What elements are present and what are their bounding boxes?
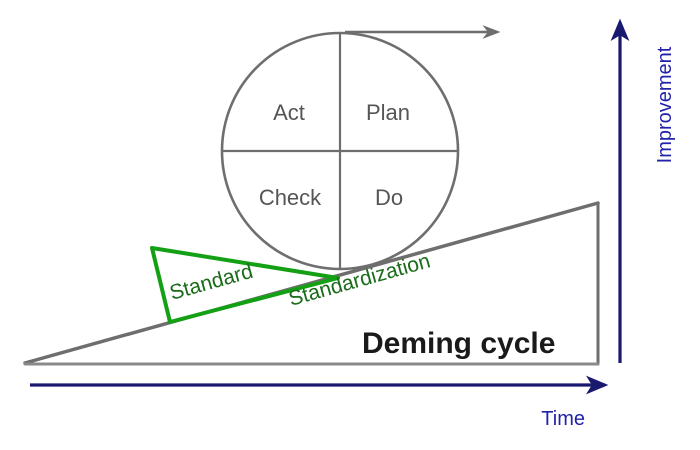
pdca-quadrant-act: Act [273,100,305,125]
pdca-quadrant-check: Check [259,185,322,210]
pdca-quadrant-plan: Plan [366,100,410,125]
pdca-circle-group: Act Plan Check Do [220,31,460,271]
standard-triangle-outline [150,246,340,324]
axis-label-improvement: Improvement [654,46,676,163]
label-standard: Standard [167,260,255,305]
horizontal-axis: Time [30,375,609,430]
axis-label-time: Time [541,408,585,430]
vertical-axis: Improvement [610,18,676,363]
pdca-quadrant-do: Do [375,185,403,210]
standard-wedge [150,246,340,324]
diagram-title: Deming cycle [362,327,555,360]
